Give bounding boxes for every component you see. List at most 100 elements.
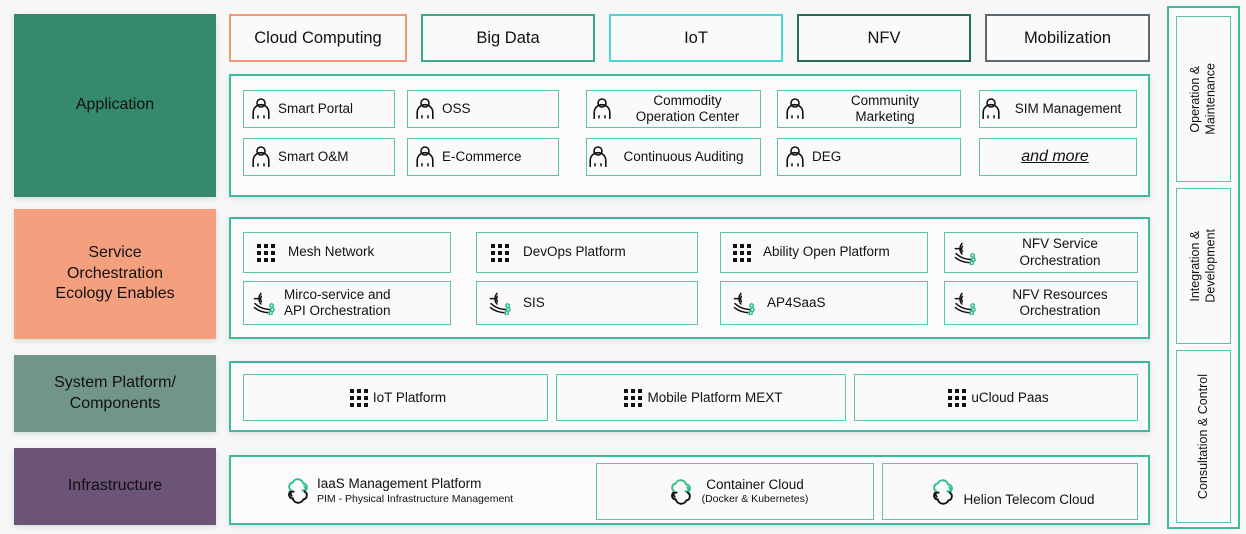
card-commodity-operation-center-label: Commodity Operation Center [635, 92, 740, 124]
card-nfv-resources-orchestration-label: NFV Resources Orchestration [1012, 286, 1108, 318]
tab-nfv[interactable]: NFV [797, 14, 971, 62]
stage-application-text: Application [75, 96, 155, 114]
card-continuous-auditing[interactable]: Continuous Auditing [586, 138, 761, 176]
card-e-commerce-label: E-Commerce [442, 148, 522, 164]
card-container-cloud[interactable]: Container Cloud (Docker & Kubernetes) [596, 463, 874, 520]
person-icon [408, 146, 442, 168]
card-oss-label: OSS [442, 100, 471, 116]
stage-service-text: Service Orchestration Ecology Enables [55, 244, 175, 303]
tab-big-data-label: Big Data [476, 28, 540, 47]
card-nfv-service-orchestration[interactable]: NFV Service Orchestration [944, 232, 1138, 273]
card-devops-platform[interactable]: DevOps Platform [476, 232, 698, 273]
card-community-marketing[interactable]: Community Marketing [777, 90, 961, 128]
pillar-item-consultation-control[interactable]: Consultation & Control [1176, 350, 1231, 523]
person-icon [408, 98, 442, 120]
pillar-item-operation-maintenance[interactable]: Operation & Maintenance [1176, 16, 1231, 182]
cloud-refresh-icon [660, 478, 702, 505]
card-container-cloud-sublabel: (Docker & Kubernetes) [701, 493, 809, 506]
card-and-more-label: and more [1021, 148, 1089, 166]
person-icon [587, 98, 617, 120]
card-iaas-management-platform-label: IaaS Management Platform [317, 476, 482, 492]
stage-label-application: Application [14, 14, 216, 197]
card-commodity-operation-center[interactable]: Commodity Operation Center [586, 90, 761, 128]
stage-label-service-orchestration: Service Orchestration Ecology Enables [14, 209, 216, 339]
card-sim-management[interactable]: SIM Management [979, 90, 1137, 128]
right-pillar: Operation & Maintenance Integration & De… [1167, 6, 1240, 529]
orchestration-icon [721, 291, 767, 315]
pillar-integration-development-label: Integration & Development [1187, 229, 1218, 303]
card-mobile-platform-mext[interactable]: Mobile Platform MEXT [556, 374, 846, 421]
card-sis[interactable]: SIS [476, 281, 698, 325]
card-micro-service-api-orchestration-label: Mirco-service and API Orchestration [284, 286, 391, 318]
card-iaas-management-platform[interactable]: IaaS Management Platform PIM - Physical … [279, 466, 624, 516]
grid-dots-icon [943, 388, 971, 408]
card-micro-service-api-orchestration[interactable]: Mirco-service and API Orchestration [243, 281, 451, 325]
card-ucloud-paas[interactable]: uCloud Paas [854, 374, 1138, 421]
tab-mobilization[interactable]: Mobilization [985, 14, 1150, 62]
panel-infrastructure: IaaS Management Platform PIM - Physical … [229, 455, 1150, 525]
card-mesh-network[interactable]: Mesh Network [243, 232, 451, 273]
stage-infrastructure-text: Infrastructure [67, 477, 163, 495]
grid-dots-icon [345, 388, 373, 408]
stage-system-text: System Platform/ Components [54, 374, 176, 412]
grid-dots-icon [244, 243, 288, 263]
orchestration-icon [945, 241, 985, 265]
tab-iot[interactable]: IoT [609, 14, 783, 62]
person-icon [244, 146, 278, 168]
card-mesh-network-label: Mesh Network [288, 244, 375, 260]
card-oss[interactable]: OSS [407, 90, 559, 128]
orchestration-icon [945, 291, 985, 315]
grid-dots-icon [477, 243, 523, 263]
card-ucloud-paas-label: uCloud Paas [971, 390, 1049, 405]
card-sim-management-label: SIM Management [1014, 100, 1122, 116]
panel-system-platform: IoT Platform Mobile Platform MEXT uCloud… [229, 361, 1150, 432]
card-smart-portal-label: Smart Portal [278, 100, 354, 116]
grid-dots-icon [619, 388, 647, 408]
cloud-refresh-icon [923, 478, 963, 505]
stage-label-infrastructure: Infrastructure [14, 448, 216, 525]
person-icon [778, 146, 812, 168]
card-iaas-management-platform-sublabel: PIM - Physical Infrastructure Management [317, 492, 514, 505]
card-mobile-platform-mext-label: Mobile Platform MEXT [647, 390, 783, 405]
tab-big-data[interactable]: Big Data [421, 14, 595, 62]
card-deg[interactable]: DEG [777, 138, 961, 176]
card-ability-open-platform[interactable]: Ability Open Platform [720, 232, 928, 273]
card-smart-portal[interactable]: Smart Portal [243, 90, 395, 128]
tab-mobilization-label: Mobilization [1023, 28, 1112, 47]
pillar-item-integration-development[interactable]: Integration & Development [1176, 188, 1231, 344]
card-iot-platform[interactable]: IoT Platform [243, 374, 548, 421]
card-community-marketing-label: Community Marketing [850, 92, 920, 124]
card-nfv-resources-orchestration[interactable]: NFV Resources Orchestration [944, 281, 1138, 325]
card-deg-label: DEG [812, 148, 842, 164]
cloud-refresh-icon [279, 478, 317, 504]
person-icon [587, 146, 609, 168]
card-iot-platform-label: IoT Platform [372, 390, 447, 405]
person-icon [980, 98, 1002, 120]
person-icon [244, 98, 278, 120]
card-smart-om-label: Smart O&M [278, 148, 349, 164]
card-devops-platform-label: DevOps Platform [523, 244, 626, 260]
card-ability-open-platform-label: Ability Open Platform [763, 244, 890, 260]
orchestration-icon [477, 291, 523, 315]
card-and-more[interactable]: and more [979, 138, 1137, 176]
tab-nfv-label: NFV [867, 28, 901, 47]
person-icon [778, 98, 812, 120]
card-continuous-auditing-label: Continuous Auditing [623, 148, 744, 164]
card-helion-telecom-cloud[interactable]: Helion Telecom Cloud [882, 463, 1138, 520]
card-ap4saas[interactable]: AP4SaaS [720, 281, 928, 325]
panel-service-orchestration: Mesh Network DevOps Platform Ability Ope… [229, 217, 1150, 339]
card-container-cloud-label: Container Cloud [706, 476, 804, 492]
card-smart-om[interactable]: Smart O&M [243, 138, 395, 176]
tab-cloud-computing-label: Cloud Computing [254, 28, 382, 47]
grid-dots-icon [721, 243, 763, 263]
panel-application: Smart Portal OSS Commodity Operation Cen… [229, 74, 1150, 197]
card-ap4saas-label: AP4SaaS [767, 294, 826, 310]
tab-cloud-computing[interactable]: Cloud Computing [229, 14, 407, 62]
card-nfv-service-orchestration-label: NFV Service Orchestration [1019, 236, 1101, 268]
tab-iot-label: IoT [684, 28, 708, 47]
pillar-operation-maintenance-label: Operation & Maintenance [1187, 63, 1218, 135]
card-e-commerce[interactable]: E-Commerce [407, 138, 559, 176]
card-sis-label: SIS [523, 294, 545, 310]
stage-label-system-platform: System Platform/ Components [14, 355, 216, 432]
